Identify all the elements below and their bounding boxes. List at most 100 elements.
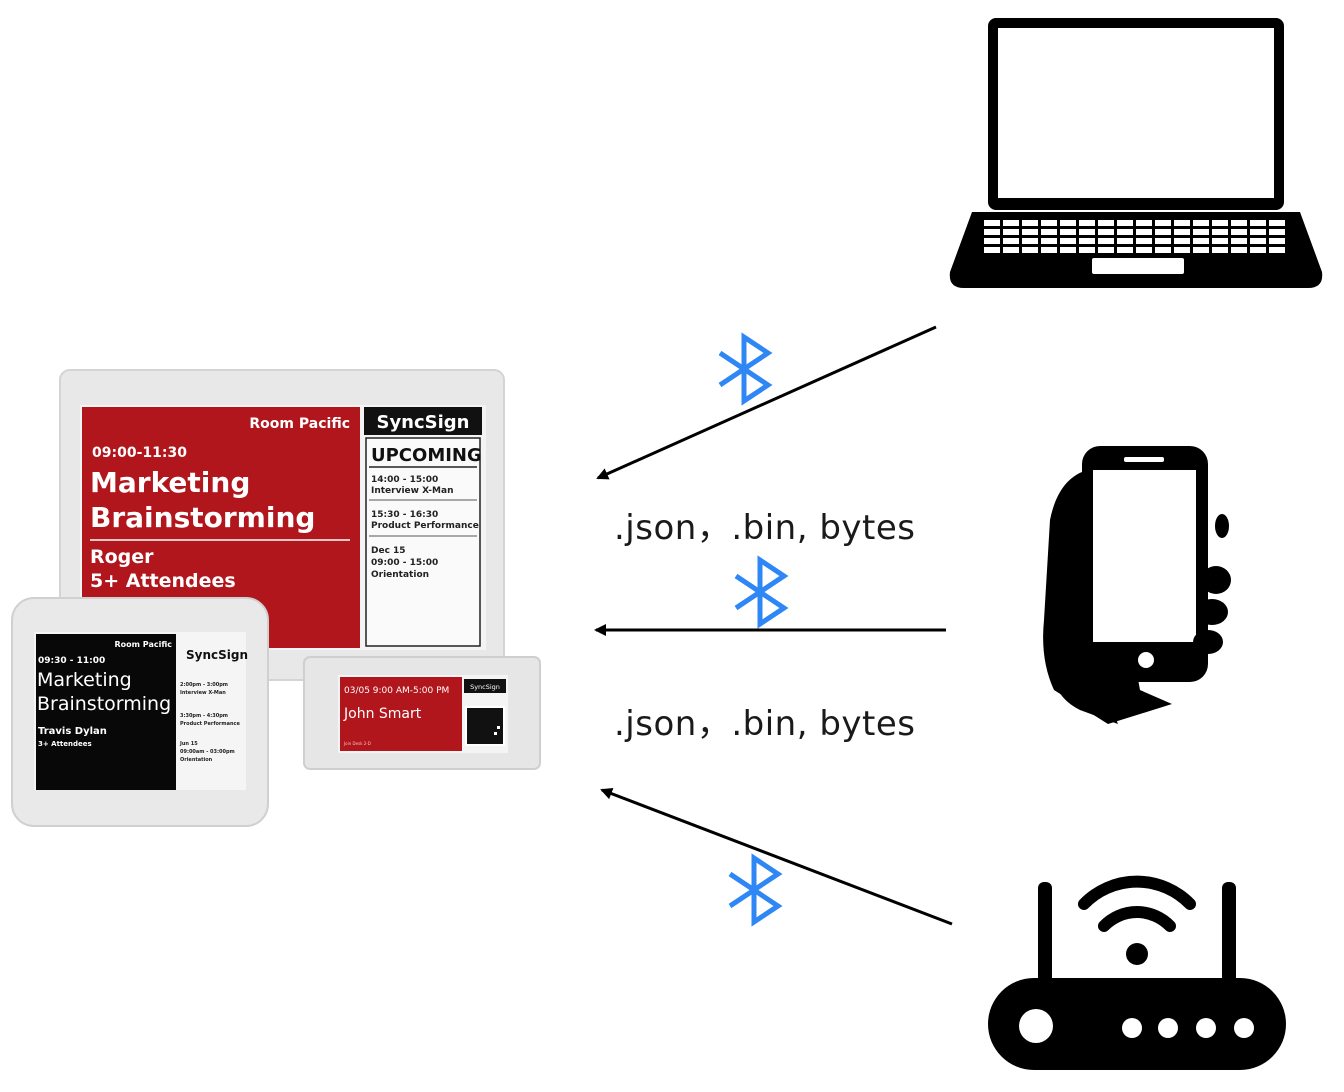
keyboard-key <box>1136 229 1152 235</box>
keyboard-key <box>1269 247 1285 253</box>
keyboard-key <box>1003 220 1019 226</box>
keyboard-key <box>1155 238 1171 244</box>
keyboard-key <box>1269 229 1285 235</box>
keyboard-key <box>1193 229 1209 235</box>
keyboard-key <box>1098 220 1114 226</box>
keyboard-key <box>1193 220 1209 226</box>
large-upcoming-header: UPCOMING <box>371 445 482 466</box>
medium-time-text: 09:30 - 11:00 <box>38 656 105 666</box>
keyboard-key <box>1212 229 1228 235</box>
medium-side-2-title: Product Performance <box>180 721 241 727</box>
keyboard-key <box>984 229 1000 235</box>
keyboard-key <box>1212 238 1228 244</box>
small-datetime-text: 03/05 9:00 AM-5:00 PM <box>344 686 449 696</box>
keyboard-key <box>1174 238 1190 244</box>
keyboard-key <box>1041 220 1057 226</box>
qr-code-icon <box>465 706 505 746</box>
keyboard-key <box>1269 238 1285 244</box>
medium-title-line1: Marketing <box>37 669 132 691</box>
keyboard-key <box>1117 247 1133 253</box>
keyboard-key <box>1174 229 1190 235</box>
keyboard-key <box>1003 247 1019 253</box>
medium-title-line2: Brainstorming <box>37 693 171 715</box>
small-display-red-panel <box>340 677 462 751</box>
keyboard-key <box>1174 220 1190 226</box>
small-footer-text: Join Desk 2-D <box>343 741 371 746</box>
keyboard-key <box>1136 238 1152 244</box>
keyboard-key <box>1269 220 1285 226</box>
keyboard-key <box>984 247 1000 253</box>
keyboard-key <box>1155 247 1171 253</box>
keyboard-key <box>1041 229 1057 235</box>
keyboard-key <box>1060 220 1076 226</box>
smartphone-hand-icon <box>1043 446 1231 724</box>
arrow-router-to-display <box>600 787 953 926</box>
large-upcoming-1-title: Interview X-Man <box>371 486 453 496</box>
large-time-text: 09:00-11:30 <box>92 445 187 461</box>
medium-attendees-text: 3+ Attendees <box>38 740 92 748</box>
bluetooth-icon <box>718 332 773 406</box>
medium-side-2-time: 3:30pm - 4:30pm <box>180 713 228 719</box>
keyboard-key <box>1079 247 1095 253</box>
large-upcoming-3-title: Orientation <box>371 570 429 580</box>
keyboard-key <box>1060 238 1076 244</box>
keyboard-key <box>1250 220 1266 226</box>
keyboard-key <box>1079 229 1095 235</box>
keyboard-key <box>1098 238 1114 244</box>
large-upcoming-2-time: 15:30 - 16:30 <box>371 510 438 520</box>
keyboard-key <box>1003 229 1019 235</box>
keyboard-key <box>1022 229 1038 235</box>
keyboard-key <box>1231 220 1247 226</box>
bluetooth-icon <box>728 853 783 927</box>
large-upcoming-3-time: 09:00 - 15:00 <box>371 558 438 568</box>
large-upcoming-2-title: Product Performance <box>371 521 479 531</box>
medium-side-3-date: Jun 15 <box>179 741 198 747</box>
keyboard-key <box>1136 247 1152 253</box>
medium-side-3-time: 09:00am - 03:00pm <box>180 749 235 755</box>
keyboard-key <box>1136 220 1152 226</box>
laptop-icon <box>949 18 1323 288</box>
keyboard-key <box>984 238 1000 244</box>
large-title-line1: Marketing <box>90 466 250 499</box>
keyboard-key <box>1250 238 1266 244</box>
keyboard-key <box>1060 247 1076 253</box>
keyboard-key <box>1231 229 1247 235</box>
keyboard-key <box>1231 238 1247 244</box>
keyboard-key <box>1155 220 1171 226</box>
bluetooth-icon <box>734 555 789 629</box>
medium-host-text: Travis Dylan <box>38 726 107 737</box>
keyboard-key <box>1041 238 1057 244</box>
large-attendees-text: 5+ Attendees <box>90 570 236 592</box>
medium-side-1-time: 2:00pm - 3:00pm <box>180 682 228 688</box>
keyboard-key <box>1212 220 1228 226</box>
small-eink-display: 03/05 9:00 AM-5:00 PM John Smart Join De… <box>303 656 541 770</box>
keyboard-key <box>1117 238 1133 244</box>
keyboard-key <box>1079 238 1095 244</box>
medium-brand-text: SyncSign <box>186 648 248 662</box>
large-room-text: Room Pacific <box>249 416 350 432</box>
small-name-text: John Smart <box>343 706 422 722</box>
keyboard-key <box>1079 220 1095 226</box>
keyboard-key <box>1041 247 1057 253</box>
keyboard-key <box>1098 229 1114 235</box>
lower-format-label: .json，.bin, bytes <box>614 704 916 744</box>
keyboard-key <box>1022 247 1038 253</box>
keyboard-key <box>1155 229 1171 235</box>
keyboard-key <box>1060 229 1076 235</box>
medium-display-black-panel <box>36 634 176 790</box>
keyboard-key <box>1022 238 1038 244</box>
keyboard-key <box>1098 247 1114 253</box>
medium-room-text: Room Pacific <box>115 640 173 649</box>
medium-side-1-title: Interview X-Man <box>180 690 226 696</box>
keyboard-key <box>1193 247 1209 253</box>
keyboard-key <box>1003 238 1019 244</box>
large-brand-text: SyncSign <box>376 412 469 433</box>
large-host-text: Roger <box>90 546 154 568</box>
medium-side-3-title: Orientation <box>180 757 213 763</box>
keyboard-key <box>1193 238 1209 244</box>
large-upcoming-3-date: Dec 15 <box>371 546 406 556</box>
keyboard-key <box>1117 229 1133 235</box>
keyboard-key <box>984 220 1000 226</box>
keyboard-key <box>1212 247 1228 253</box>
